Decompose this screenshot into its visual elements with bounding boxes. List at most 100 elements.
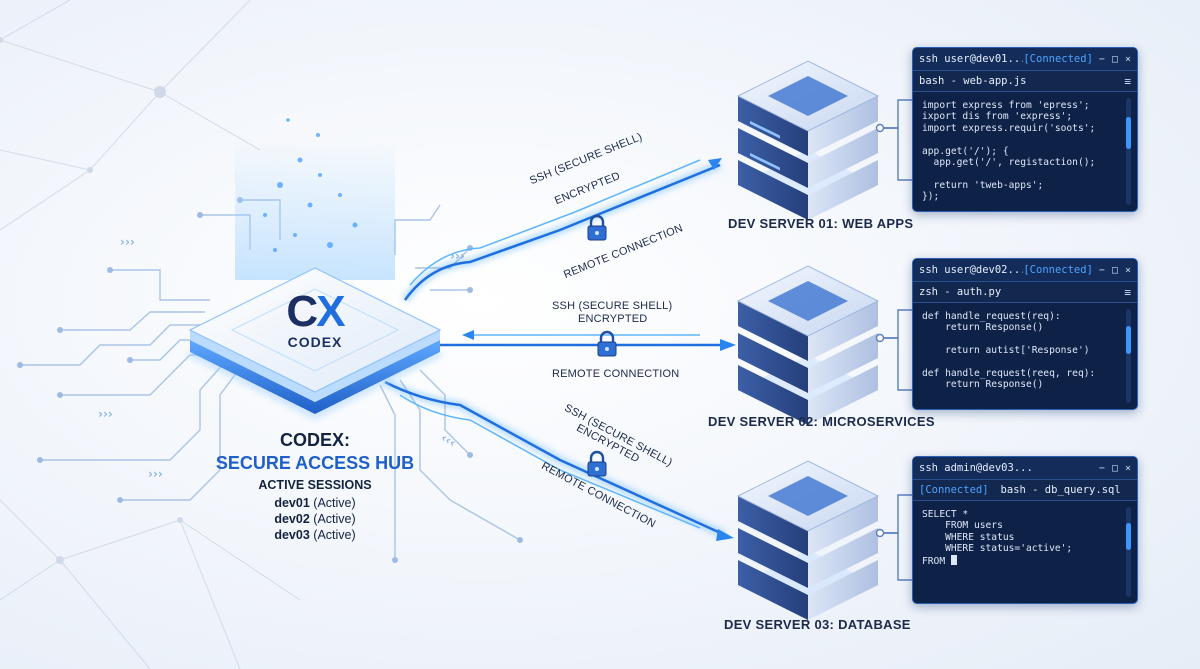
terminal-titlebar[interactable]: ssh admin@dev03... − □ × (913, 457, 1137, 480)
data-beam (235, 140, 395, 280)
terminal-titlebar[interactable]: ssh user@dev02... [Connected] − □ × (913, 259, 1137, 282)
code-line: ixport dis from 'express'; (922, 111, 1073, 123)
code-line: return Response() (922, 379, 1044, 391)
svg-text:›››: ››› (148, 467, 163, 481)
code-line: SELECT * (922, 509, 969, 520)
network-node (87, 167, 93, 173)
tab-label: zsh - auth.py (919, 286, 1002, 298)
terminal-title: ssh user@dev02... (919, 264, 1024, 276)
terminal-window-dev01[interactable]: ssh user@dev01... [Connected] − □ × bash… (912, 47, 1138, 212)
svg-text:›››: ››› (98, 407, 113, 421)
menu-icon[interactable]: ≡ (1124, 74, 1131, 88)
server-03-label: DEV SERVER 03: DATABASE (724, 617, 911, 632)
terminal-code[interactable]: def handle_request(req): return Response… (913, 303, 1137, 409)
tab-label: bash - web-app.js (919, 75, 1027, 87)
session-name: dev03 (274, 528, 310, 542)
session-name: dev01 (274, 496, 310, 510)
hub-title: CODEX: (279, 430, 350, 450)
scrollbar[interactable] (1126, 98, 1131, 205)
lock-icon (587, 214, 607, 241)
tab-label: bash - db_query.sql (1000, 484, 1121, 496)
hub-subtitle: SECURE ACCESS HUB (215, 453, 415, 473)
server-stack-03 (736, 460, 880, 620)
connection-02-type: REMOTE CONNECTION (552, 368, 680, 380)
terminal-tab[interactable]: zsh - auth.py ≡ (913, 282, 1137, 303)
lock-icon (597, 330, 617, 357)
code-line: app.get('/'); { (922, 145, 1009, 157)
svg-text:‹‹‹: ‹‹‹ (439, 430, 459, 450)
chevron-icon: ››› ››› ››› ‹‹‹ ››› (98, 235, 465, 481)
session-row: dev02 (Active) (225, 511, 405, 527)
terminal-cursor (950, 554, 957, 565)
menu-icon[interactable]: ≡ (1124, 285, 1131, 299)
connection-link-01 (401, 158, 722, 303)
code-line: return 'tweb-apps'; (922, 179, 1044, 191)
code-line: def handle_request(reeq, req): (922, 368, 1096, 380)
code-line: return Response() (922, 322, 1044, 334)
server-01-label: DEV SERVER 01: WEB APPS (728, 216, 914, 231)
close-icon[interactable]: × (1124, 462, 1131, 474)
session-status: (Active) (313, 496, 356, 510)
code-line: FROM users (922, 520, 1003, 532)
logo-x: X (316, 287, 345, 336)
session-name: dev02 (274, 512, 310, 526)
lock-icon (587, 450, 607, 477)
connection-status: [Connected] (1023, 264, 1093, 276)
data-particles (263, 118, 358, 252)
maximize-icon[interactable]: □ (1111, 462, 1118, 474)
code-line: WHERE status (922, 531, 1015, 543)
sessions-heading: ACTIVE SESSIONS (258, 478, 372, 492)
terminal-code[interactable]: import express from 'epress'; ixport dis… (913, 92, 1137, 211)
maximize-icon[interactable]: □ (1111, 264, 1118, 276)
code-line: return autist['Response') (922, 345, 1090, 357)
connection-02-protocol: SSH (SECURE SHELL) (552, 300, 673, 312)
network-node (154, 86, 166, 98)
codex-logo: CX CODEX (255, 290, 375, 351)
active-sessions-list: ACTIVE SESSIONS dev01 (Active) dev02 (Ac… (225, 478, 405, 543)
connection-link-03 (383, 378, 734, 541)
network-node (177, 517, 183, 523)
hub-title-block: CODEX: SECURE ACCESS HUB (215, 430, 415, 474)
server-stack-01 (736, 60, 880, 220)
logo-c: C (286, 287, 318, 336)
session-row: dev03 (Active) (225, 527, 405, 543)
logo-name: CODEX (287, 334, 343, 350)
terminal-window-dev03[interactable]: ssh admin@dev03... − □ × [Connected] bas… (912, 456, 1138, 605)
code-line: import express from 'epress'; (922, 100, 1090, 111)
scrollbar[interactable] (1126, 309, 1131, 403)
scrollbar[interactable] (1126, 507, 1131, 598)
session-row: dev01 (Active) (225, 495, 405, 511)
code-line: WHERE status='active'; (922, 543, 1073, 555)
minimize-icon[interactable]: − (1098, 53, 1105, 65)
circuit-traces (20, 199, 521, 560)
terminal-title: ssh user@dev01... (919, 53, 1024, 65)
code-line: def handle_request(req): (922, 311, 1061, 322)
code-line: }); (922, 191, 940, 203)
connection-status: [Connected] (919, 484, 989, 496)
close-icon[interactable]: × (1124, 53, 1131, 65)
terminal-tab[interactable]: bash - web-app.js ≡ (913, 71, 1137, 92)
terminal-tab[interactable]: [Connected] bash - db_query.sql (913, 480, 1137, 501)
code-line: FROM (922, 555, 951, 567)
connection-link-02 (435, 330, 736, 351)
close-icon[interactable]: × (1124, 264, 1131, 276)
network-node (56, 556, 64, 564)
code-line: import express.requir('soots'; (922, 122, 1096, 134)
terminal-titlebar[interactable]: ssh user@dev01... [Connected] − □ × (913, 48, 1137, 71)
terminal-title: ssh admin@dev03... (919, 462, 1033, 474)
minimize-icon[interactable]: − (1098, 264, 1105, 276)
server-02-label: DEV SERVER 02: MICROSERVICES (708, 414, 935, 429)
server-stack-02 (736, 265, 880, 425)
maximize-icon[interactable]: □ (1111, 53, 1118, 65)
session-status: (Active) (313, 512, 356, 526)
svg-text:›››: ››› (120, 235, 135, 249)
minimize-icon[interactable]: − (1098, 462, 1105, 474)
codex-hub (185, 267, 445, 420)
session-status: (Active) (313, 528, 356, 542)
connection-status: [Connected] (1023, 53, 1093, 65)
code-line: app.get('/', registaction(); (922, 157, 1096, 169)
terminal-window-dev02[interactable]: ssh user@dev02... [Connected] − □ × zsh … (912, 258, 1138, 410)
network-node (0, 37, 3, 43)
terminal-code[interactable]: SELECT * FROM users WHERE status WHERE s… (913, 501, 1137, 603)
